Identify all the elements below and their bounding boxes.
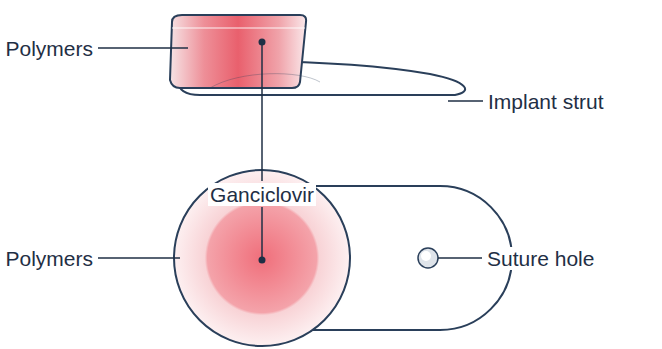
part-label: Ganciclovir bbox=[208, 183, 316, 206]
part-label: Suture hole bbox=[485, 247, 596, 270]
part-label: Implant strut bbox=[486, 90, 606, 113]
part-label: Polymers bbox=[3, 37, 95, 60]
leader-lines bbox=[98, 44, 483, 258]
part-label: Polymers bbox=[3, 247, 95, 270]
